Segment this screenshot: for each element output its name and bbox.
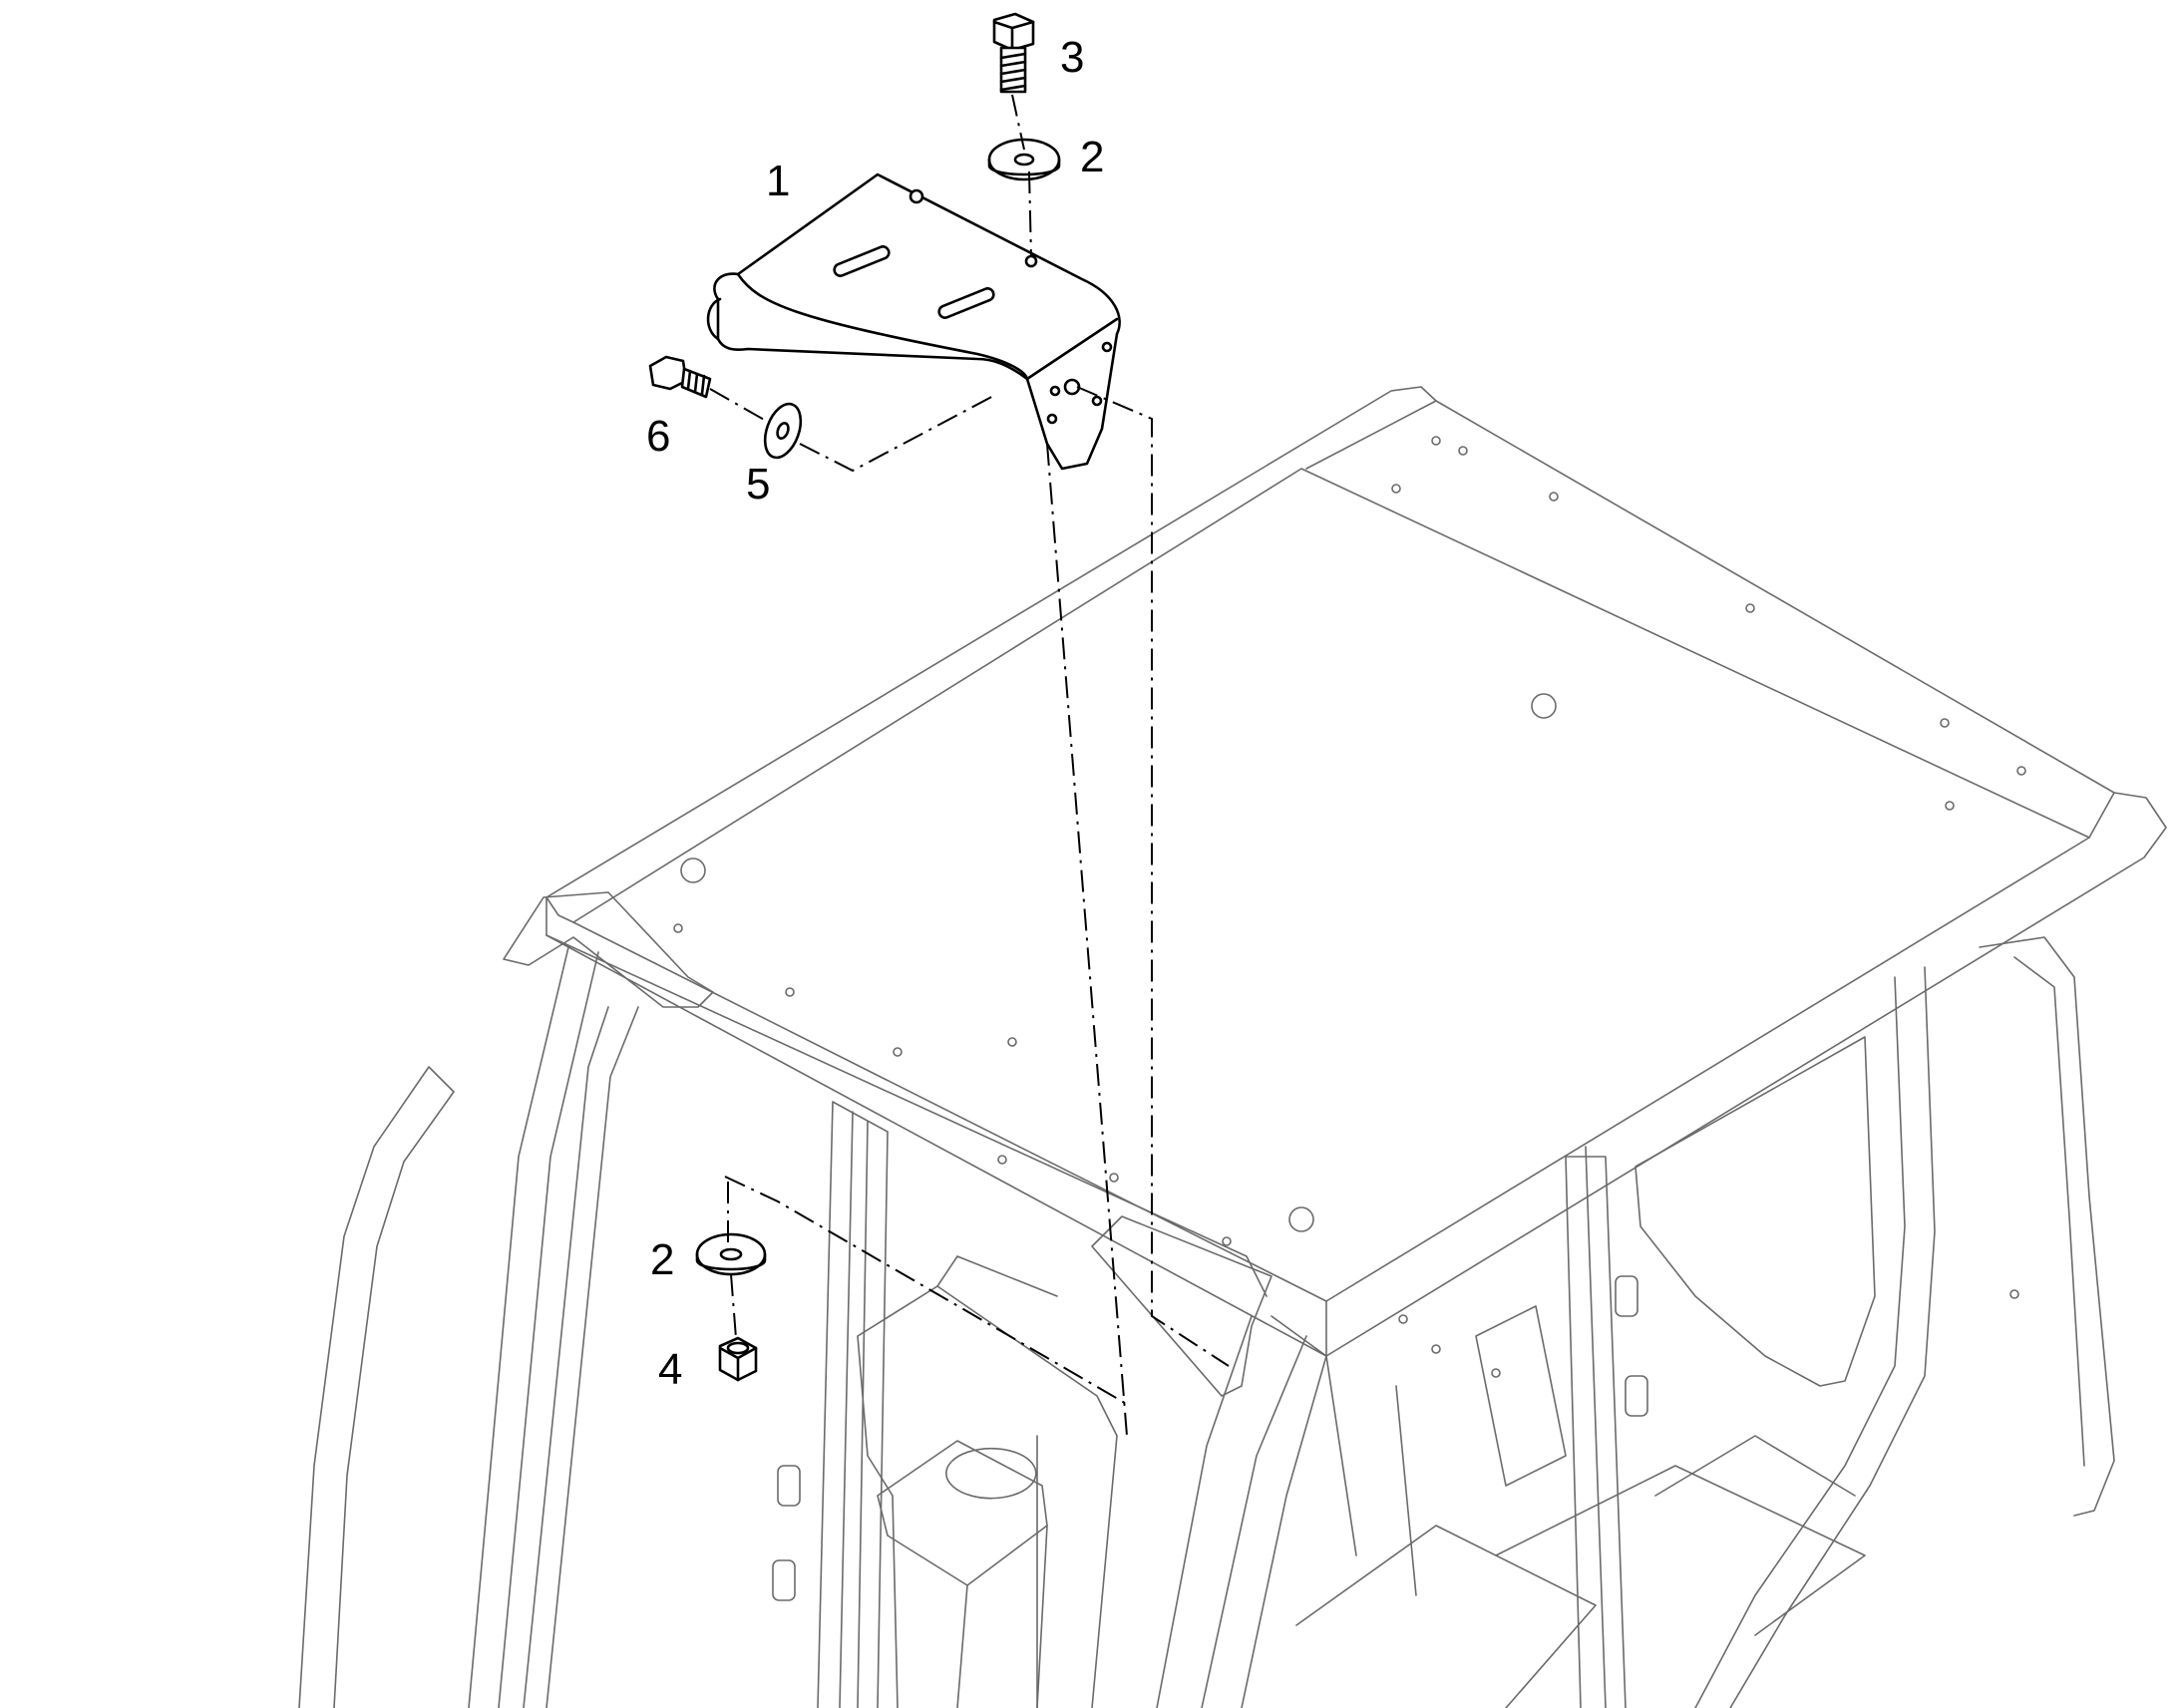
cab-roof-side-rail — [1325, 400, 2167, 1357]
side-washer-icon — [763, 402, 803, 460]
cab-roof-holes — [673, 436, 2026, 1378]
bracket-part — [706, 172, 1121, 471]
callout-2-upper: 2 — [1080, 133, 1104, 181]
bracket-hole — [1046, 413, 1058, 425]
cab-console-vent — [877, 1440, 1048, 1586]
bracket-hole — [1024, 254, 1038, 268]
cab-right-front-pillar — [1156, 1315, 1327, 1708]
callout-3: 3 — [1060, 33, 1084, 82]
bracket-hole — [1091, 395, 1103, 407]
bracket-front-lip — [736, 272, 1029, 381]
bracket-bend — [1025, 317, 1119, 381]
callout-1: 1 — [766, 157, 790, 205]
assembly-lines — [709, 94, 1230, 1437]
cab-rear-window — [1635, 1036, 1876, 1387]
cab-structure — [298, 386, 2167, 1708]
cab-left-pillar — [468, 946, 639, 1708]
lower-washer-icon — [695, 1232, 767, 1276]
callout-labels: 1 2 2 3 4 5 6 — [646, 33, 1104, 1394]
cab-console — [857, 1255, 1118, 1708]
bolt-icon — [992, 12, 1035, 94]
bracket-slot — [833, 245, 891, 277]
cab-roof-front-rail — [545, 386, 1437, 1357]
cab-console-chute — [956, 1525, 1048, 1708]
bracket-hole — [1101, 341, 1113, 353]
cab-right-post — [1565, 1146, 1627, 1708]
cab-roof-under-edge — [545, 934, 1327, 1357]
callout-4: 4 — [658, 1345, 682, 1394]
bracket-bottom-curve — [706, 297, 722, 341]
cab-floor — [1295, 1435, 1866, 1708]
callout-5: 5 — [746, 460, 770, 509]
bracket-hole — [1049, 385, 1061, 397]
callout-6: 6 — [646, 412, 670, 461]
washer-icon — [987, 138, 1061, 181]
cab-rear-frame — [1694, 936, 2115, 1708]
callout-2-lower: 2 — [650, 1235, 674, 1284]
cab-back-wall — [1325, 1305, 1567, 1596]
bracket-slot — [937, 287, 995, 319]
cab-hinges — [772, 1275, 1648, 1601]
bracket-hole — [1063, 378, 1081, 396]
nut-icon — [718, 1336, 758, 1382]
cab-left-door-frame — [298, 1066, 455, 1708]
bracket-body — [713, 172, 1121, 471]
cab-roof-panel — [572, 468, 2090, 1302]
cab-left-corner-plate — [503, 891, 714, 1008]
side-bolt-icon — [648, 355, 712, 399]
bracket-hole — [908, 188, 924, 204]
cab-center-pillar — [817, 1101, 889, 1708]
